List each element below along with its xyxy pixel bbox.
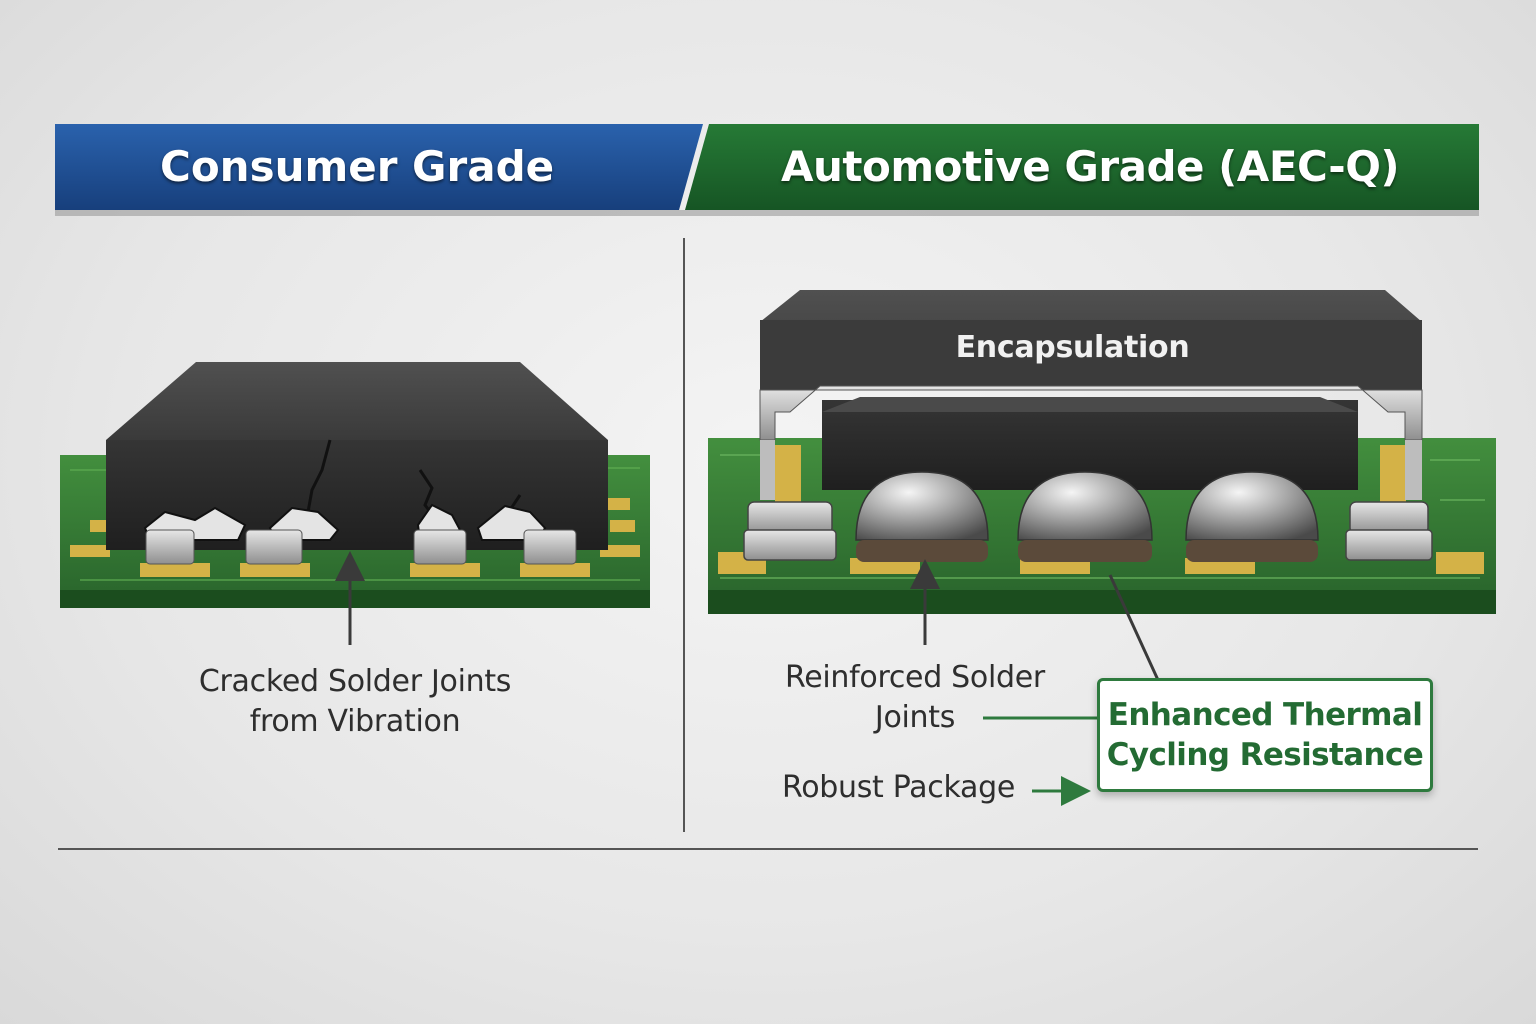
- header-banner-bg: [55, 124, 1479, 216]
- cracked-joints-label-line1: Cracked Solder Joints: [198, 664, 512, 699]
- thermal-callout-line1: Enhanced Thermal: [1107, 697, 1423, 733]
- cracked-joints-label-line2: from Vibration: [249, 704, 461, 739]
- left-anchor: [747, 501, 833, 535]
- reinforced-joints-label-line1: Reinforced Solder: [785, 660, 1045, 695]
- thermal-cycling-callout: Enhanced Thermal Cycling Resistance: [1097, 678, 1433, 792]
- consumer-grade-title: Consumer Grade: [160, 142, 555, 191]
- right-anchor: [1349, 501, 1429, 535]
- automotive-grade-title: Automotive Grade (AEC-Q): [781, 142, 1400, 191]
- thermal-callout-line2: Cycling Resistance: [1106, 737, 1424, 773]
- consumer-header-panel: [55, 124, 703, 210]
- robust-package-label: Robust Package: [782, 770, 1015, 805]
- reinforced-joints-label-line2: Joints: [874, 700, 956, 735]
- consumer-chip-assembly: [60, 362, 650, 645]
- encapsulation-label: Encapsulation: [955, 330, 1190, 365]
- consumer-chip-top: [106, 362, 608, 440]
- solder-balls: [855, 471, 1319, 562]
- automotive-header-panel: [685, 124, 1479, 210]
- automotive-pcb-edge: [708, 590, 1496, 614]
- automotive-chip-assembly: [708, 290, 1496, 806]
- thermal-leader: [1108, 574, 1160, 681]
- header-banner: Consumer Grade Automotive Grade (AEC-Q): [55, 124, 1479, 216]
- consumer-pcb-edge: [60, 590, 650, 608]
